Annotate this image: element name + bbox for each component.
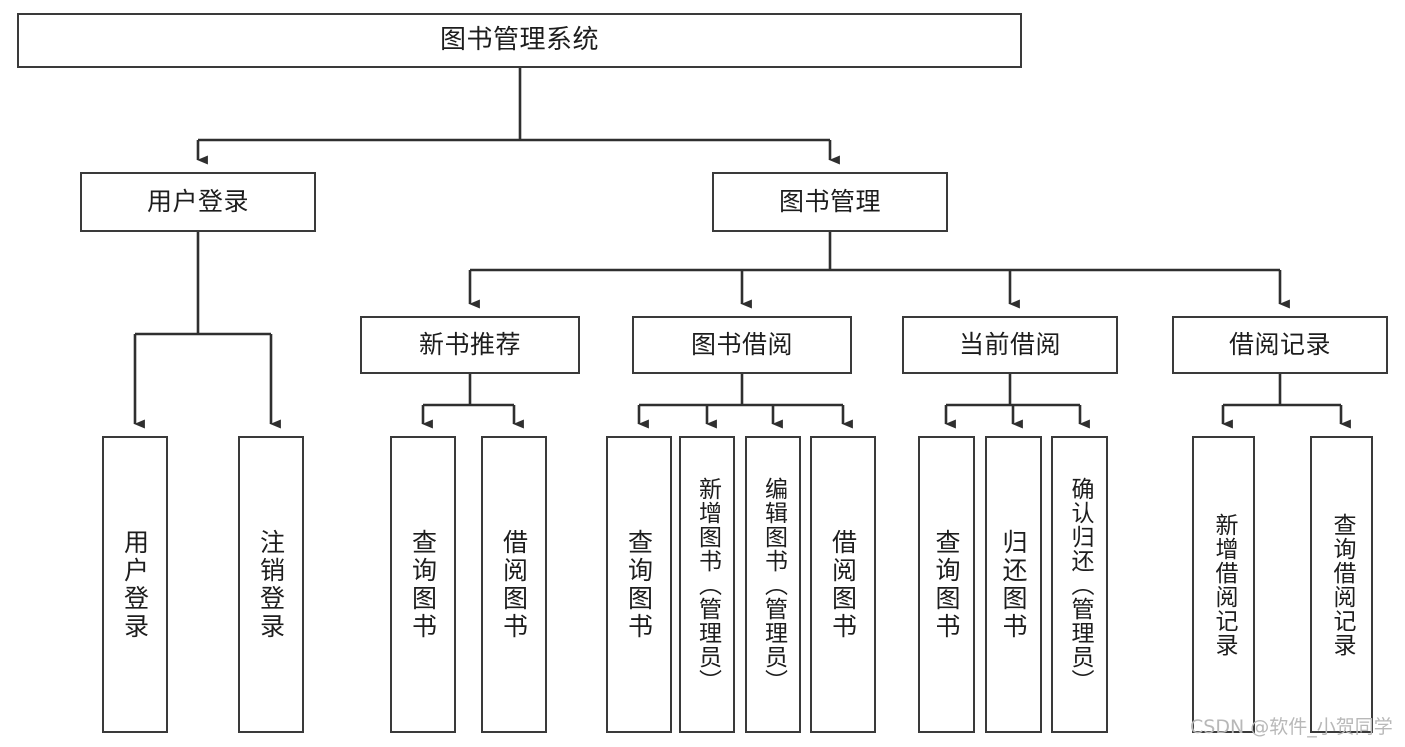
node-label: 注销登录 <box>256 528 286 641</box>
node-label: 查询图书 <box>624 528 654 641</box>
node-label: 借阅图书 <box>499 528 529 641</box>
node-label: 用户登录 <box>120 528 150 641</box>
leaf-return-book[interactable]: 归还图书 <box>985 436 1042 733</box>
csdn-watermark: CSDN @软件_小贺同学 <box>1190 716 1393 738</box>
node-label: 新增图书（管理员） <box>694 476 721 693</box>
node-label: 新书推荐 <box>418 330 521 360</box>
leaf-add-borrow-record[interactable]: 新增借阅记录 <box>1192 436 1255 733</box>
node-label: 确认归还（管理员） <box>1067 476 1093 693</box>
leaf-add-book-admin[interactable]: 新增图书（管理员） <box>679 436 735 733</box>
node-new-book-recommend[interactable]: 新书推荐 <box>360 316 580 374</box>
leaf-borrow-book-recommend[interactable]: 借阅图书 <box>481 436 547 733</box>
node-book-management[interactable]: 图书管理 <box>712 172 948 232</box>
node-current-borrow[interactable]: 当前借阅 <box>902 316 1118 374</box>
node-label: 新增借阅记录 <box>1211 512 1237 657</box>
node-label: 借阅记录 <box>1228 330 1331 360</box>
node-borrow-record[interactable]: 借阅记录 <box>1172 316 1388 374</box>
leaf-query-book-current[interactable]: 查询图书 <box>918 436 975 733</box>
leaf-logout-login[interactable]: 注销登录 <box>238 436 304 733</box>
node-root-system[interactable]: 图书管理系统 <box>17 13 1022 68</box>
node-book-borrow[interactable]: 图书借阅 <box>632 316 852 374</box>
leaf-query-book-recommend[interactable]: 查询图书 <box>390 436 456 733</box>
node-label: 用户登录 <box>146 187 249 217</box>
leaf-user-login[interactable]: 用户登录 <box>102 436 168 733</box>
node-user-login[interactable]: 用户登录 <box>80 172 316 232</box>
node-label: 归还图书 <box>999 528 1028 641</box>
leaf-edit-book-admin[interactable]: 编辑图书（管理员） <box>745 436 801 733</box>
node-label: 借阅图书 <box>828 528 858 641</box>
node-label: 图书管理系统 <box>439 25 599 56</box>
leaf-borrow-book-borrow[interactable]: 借阅图书 <box>810 436 876 733</box>
leaf-query-book-borrow[interactable]: 查询图书 <box>606 436 672 733</box>
node-label: 查询借阅记录 <box>1329 512 1355 657</box>
node-label: 图书管理 <box>778 187 881 217</box>
node-label: 当前借阅 <box>958 330 1061 360</box>
leaf-query-borrow-record[interactable]: 查询借阅记录 <box>1310 436 1373 733</box>
node-label: 图书借阅 <box>690 330 793 360</box>
node-label: 编辑图书（管理员） <box>760 476 787 693</box>
node-label: 查询图书 <box>408 528 438 641</box>
node-label: 查询图书 <box>932 528 961 641</box>
leaf-confirm-return-admin[interactable]: 确认归还（管理员） <box>1051 436 1108 733</box>
